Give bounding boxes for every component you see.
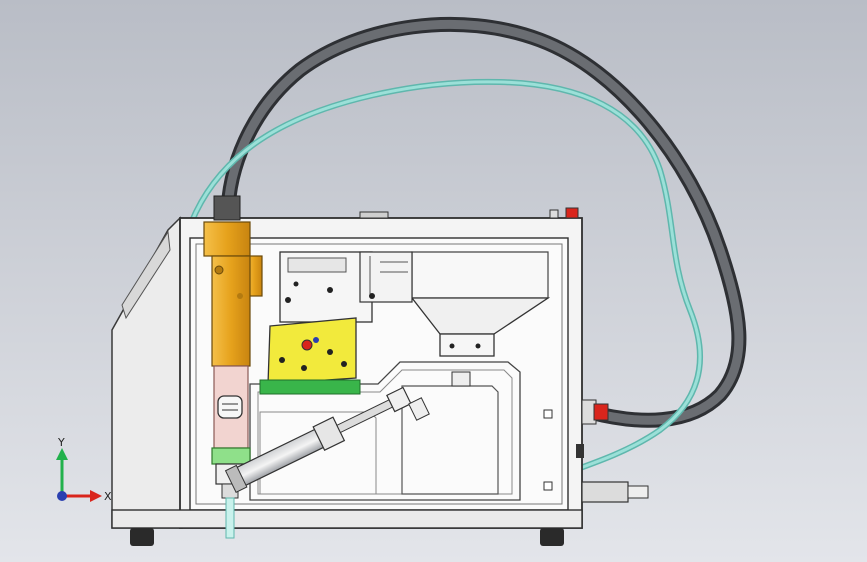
feeder-assembly	[259, 251, 413, 395]
triad-y-label: Y	[57, 436, 65, 449]
yellow-plate	[267, 317, 357, 385]
coordinate-triad: Y X	[56, 436, 112, 503]
internal-tray	[249, 361, 521, 501]
triad-z-axis	[57, 491, 67, 501]
triad-x-label: X	[104, 490, 112, 503]
green-rail	[259, 379, 361, 395]
foot-right	[540, 528, 564, 546]
hopper	[410, 251, 551, 357]
red-knob	[301, 339, 313, 351]
dark-hose	[220, 16, 747, 428]
blue-knob	[313, 337, 319, 343]
foot-left	[130, 528, 154, 546]
side-fittings	[543, 399, 649, 503]
pneumatic-cylinder	[224, 371, 471, 493]
